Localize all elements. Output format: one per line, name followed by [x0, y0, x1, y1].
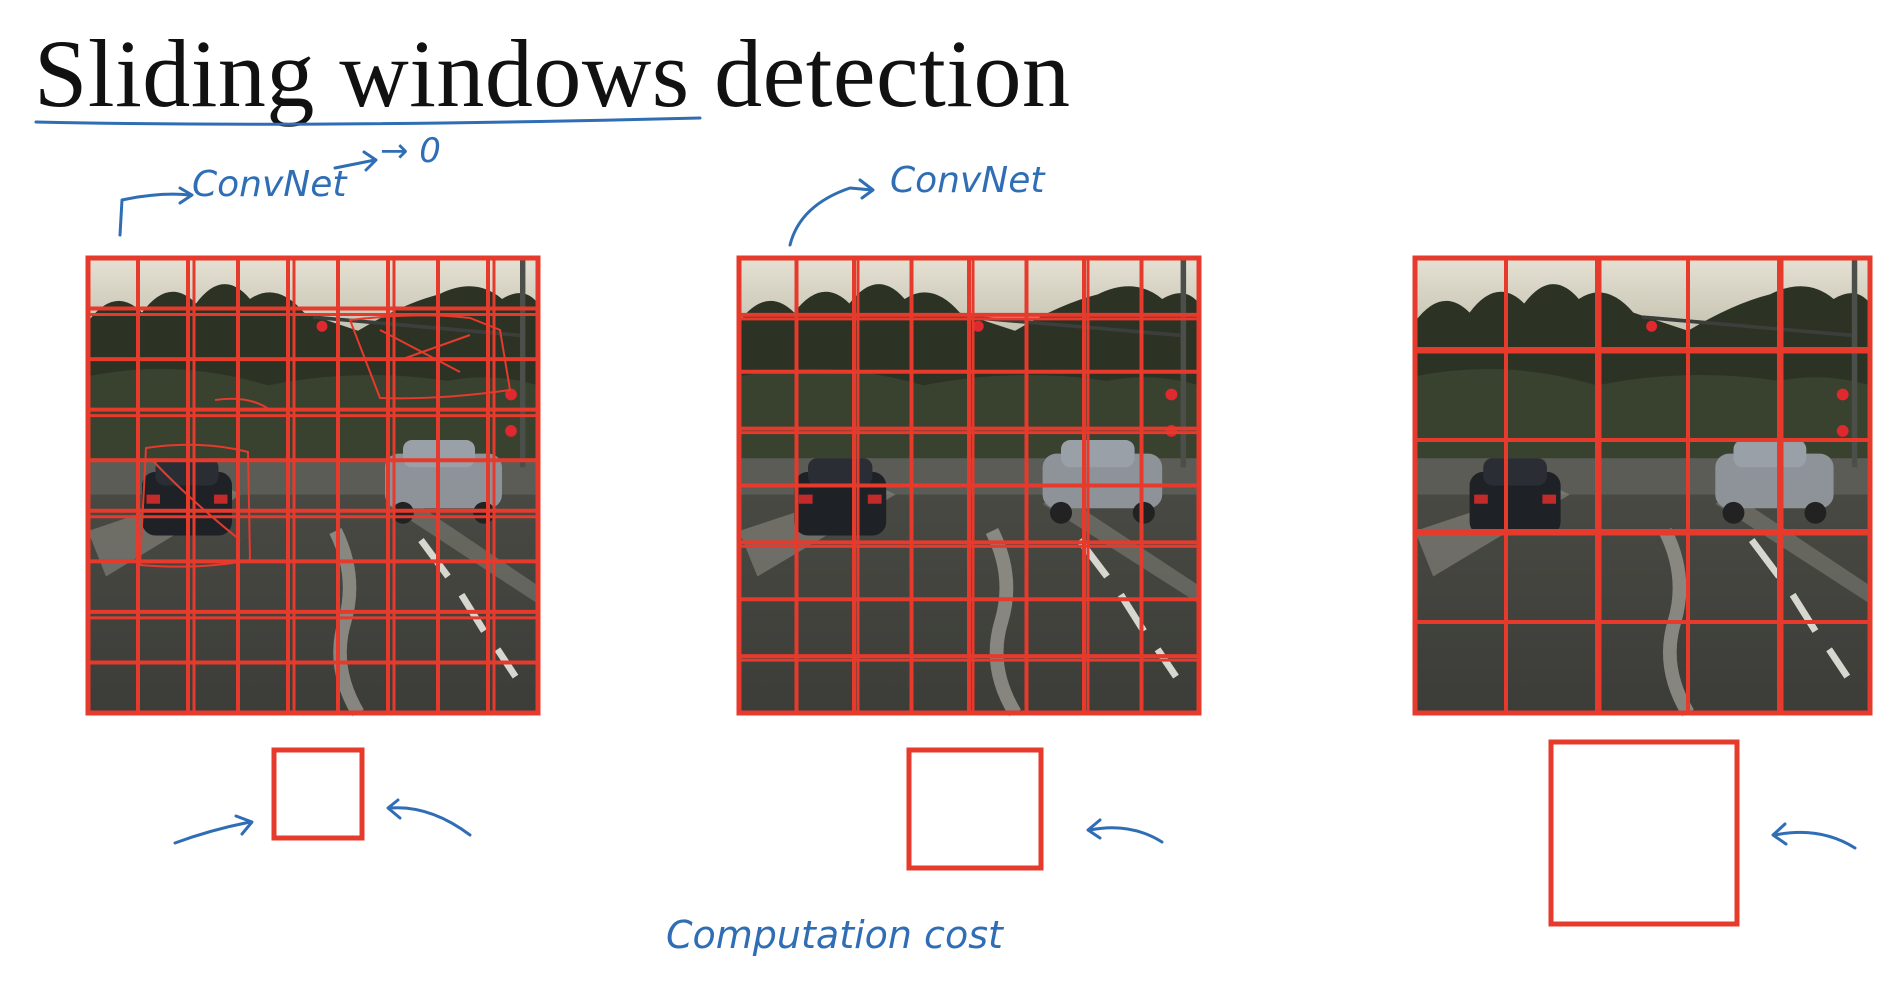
window-size-box	[1548, 739, 1740, 927]
window-size-box	[906, 747, 1044, 871]
curved-arrow-icon	[788, 178, 875, 247]
arrow-left-icon	[1771, 822, 1857, 850]
arrow-right-icon	[333, 150, 378, 172]
convnet-output-annotation: → 0	[380, 131, 441, 171]
sliding-window-grid	[1412, 255, 1873, 716]
arrow-head-icon	[178, 186, 194, 205]
panel-large-window	[1412, 255, 1873, 927]
street-image	[1415, 258, 1870, 713]
computation-cost-annotation: Computation cost	[666, 913, 1005, 957]
convnet-annotation: ConvNet	[192, 164, 348, 205]
title-underline	[34, 116, 702, 126]
slide-title: Sliding windows detection	[34, 20, 1071, 127]
sliding-window-grid	[736, 255, 1202, 716]
handwritten-annotations	[34, 116, 1857, 850]
street-image	[88, 258, 538, 713]
arrow-right-icon	[173, 814, 254, 845]
arrow-left-icon	[1086, 818, 1164, 844]
grid-border	[85, 255, 541, 716]
bracket-arrow-icon	[118, 192, 192, 237]
arrow-left-icon	[386, 798, 472, 837]
convnet-annotation: ConvNet	[890, 160, 1046, 201]
window-size-box	[271, 747, 365, 841]
handwritten-object-scribbles	[138, 314, 512, 568]
panel-small-window	[85, 255, 541, 841]
sliding-window-grid	[85, 255, 541, 716]
grid-border	[1412, 255, 1873, 716]
panel-medium-window	[736, 255, 1202, 871]
